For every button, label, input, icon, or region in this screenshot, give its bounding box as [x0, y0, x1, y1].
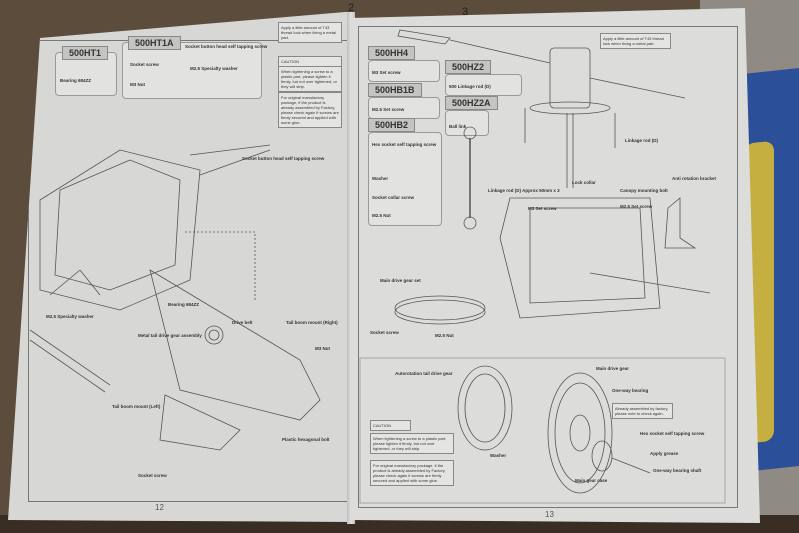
threadlock-callout: Apply a little amount of T43 thread lock…: [278, 22, 342, 43]
manual-page-left: 500HT1 Bearing 684ZZ 500HT1A Socket scre…: [8, 12, 352, 522]
callout-label: M3 Nut: [315, 346, 330, 351]
part-label: M2.5 Specialty washer: [190, 66, 238, 71]
caution-text: When tightening a screw to a plastic par…: [278, 66, 342, 92]
callout-label: Main gear case: [575, 478, 608, 483]
callout-label: Autorotation tail drive gear: [395, 371, 453, 376]
part-code: 500HZ2A: [445, 96, 498, 110]
callout-label: Canopy mounting bolt: [620, 188, 668, 193]
part-code: 500HB1B: [368, 83, 422, 97]
part-label: Hex socket self tapping screw: [372, 142, 437, 147]
handwritten-mark: 3: [462, 6, 469, 18]
part-label: Socket button head self tapping screw: [185, 44, 268, 49]
callout-label: M3 Set screw: [528, 206, 557, 211]
callout-label: Linkage rod (D) Approx 50mm x 3: [488, 188, 560, 193]
callout-label: One-way bearing shaft: [653, 468, 702, 473]
callout-label: M2.5 Set screw: [620, 204, 653, 209]
part-label: M2.5 Set screw: [372, 107, 405, 112]
part-label: M3 Nut: [130, 82, 145, 87]
frame-assembly-diagram: [29, 144, 321, 451]
callout-label: Lock collar: [572, 180, 596, 185]
factory-check-text: For original manufactory package, if the…: [278, 92, 342, 128]
callout-label: One-way bearing: [612, 388, 649, 393]
callout-label: Metal tail drive gear assembly: [138, 333, 202, 338]
page-number: 13: [545, 510, 554, 519]
callout-label: M2.5 Specialty washer: [46, 314, 94, 319]
callout-label: Main drive gear: [596, 366, 630, 371]
callout-label: Plastic hexagonal bolt: [282, 437, 330, 442]
part-label: Socket collar screw: [372, 195, 415, 200]
callout-label: Washer: [490, 453, 507, 458]
callout-label: Linkage rod (D): [625, 138, 659, 143]
handwritten-mark: 2: [348, 2, 355, 14]
part-label: 500 Linkage rod (D): [449, 84, 491, 89]
part-label: Ball link: [449, 124, 467, 129]
parts-box: [445, 110, 489, 136]
caution-text: When tightening a screw to a plastic par…: [370, 433, 454, 454]
part-label: Washer: [372, 176, 389, 181]
caution-label: CAUTION: [370, 420, 411, 431]
part-code: 500HB2: [368, 118, 416, 132]
part-code: 500HH4: [368, 46, 416, 60]
callout-label: Hex socket self tapping screw: [640, 431, 705, 436]
parts-box-500HT1A: [122, 42, 262, 99]
callout-label: Tail boom mount (Left): [112, 404, 161, 409]
threadlock-callout: Apply a little amount of T43 thread lock…: [600, 33, 671, 49]
rotor-head-assembly-diagram: [359, 29, 726, 504]
callout-label: Socket screw: [370, 330, 399, 335]
callout-label: Bearing 684ZZ: [168, 302, 200, 307]
part-code: 500HT1A: [128, 36, 181, 50]
part-label: M2.5 Nut: [372, 213, 391, 218]
parts-box: [368, 60, 440, 82]
parts-box: [445, 74, 522, 96]
callout-label: Main drive gear set: [380, 278, 421, 283]
callout-label: Socket screw: [138, 473, 167, 478]
callout-label: Anti rotation bracket: [672, 176, 717, 181]
part-code: 500HT1: [62, 46, 109, 60]
callout-label: Socket button head self tapping screw: [242, 156, 325, 161]
part-label: Socket screw: [130, 62, 159, 67]
callout-label: Apply grease: [650, 451, 679, 456]
part-label: Bearing 684ZZ: [60, 78, 92, 83]
part-label: M3 Set screw: [372, 70, 401, 75]
callout-label: Tail boom mount (Right): [286, 320, 338, 325]
page-frame: [358, 26, 738, 508]
factory-check-text: For original manufactory package, if the…: [370, 460, 454, 486]
part-code: 500HZ2: [445, 60, 492, 74]
callout-label: Drive belt: [232, 320, 253, 325]
manual-page-right: 500HH4 M3 Set screw 500HB1B M2.5 Set scr…: [350, 8, 760, 523]
parts-box: [368, 132, 442, 226]
callout-label: M2.5 Nut: [435, 333, 454, 338]
factory-check-note: Already assembled by factory, please not…: [612, 403, 673, 419]
page-number: 12: [155, 503, 164, 512]
